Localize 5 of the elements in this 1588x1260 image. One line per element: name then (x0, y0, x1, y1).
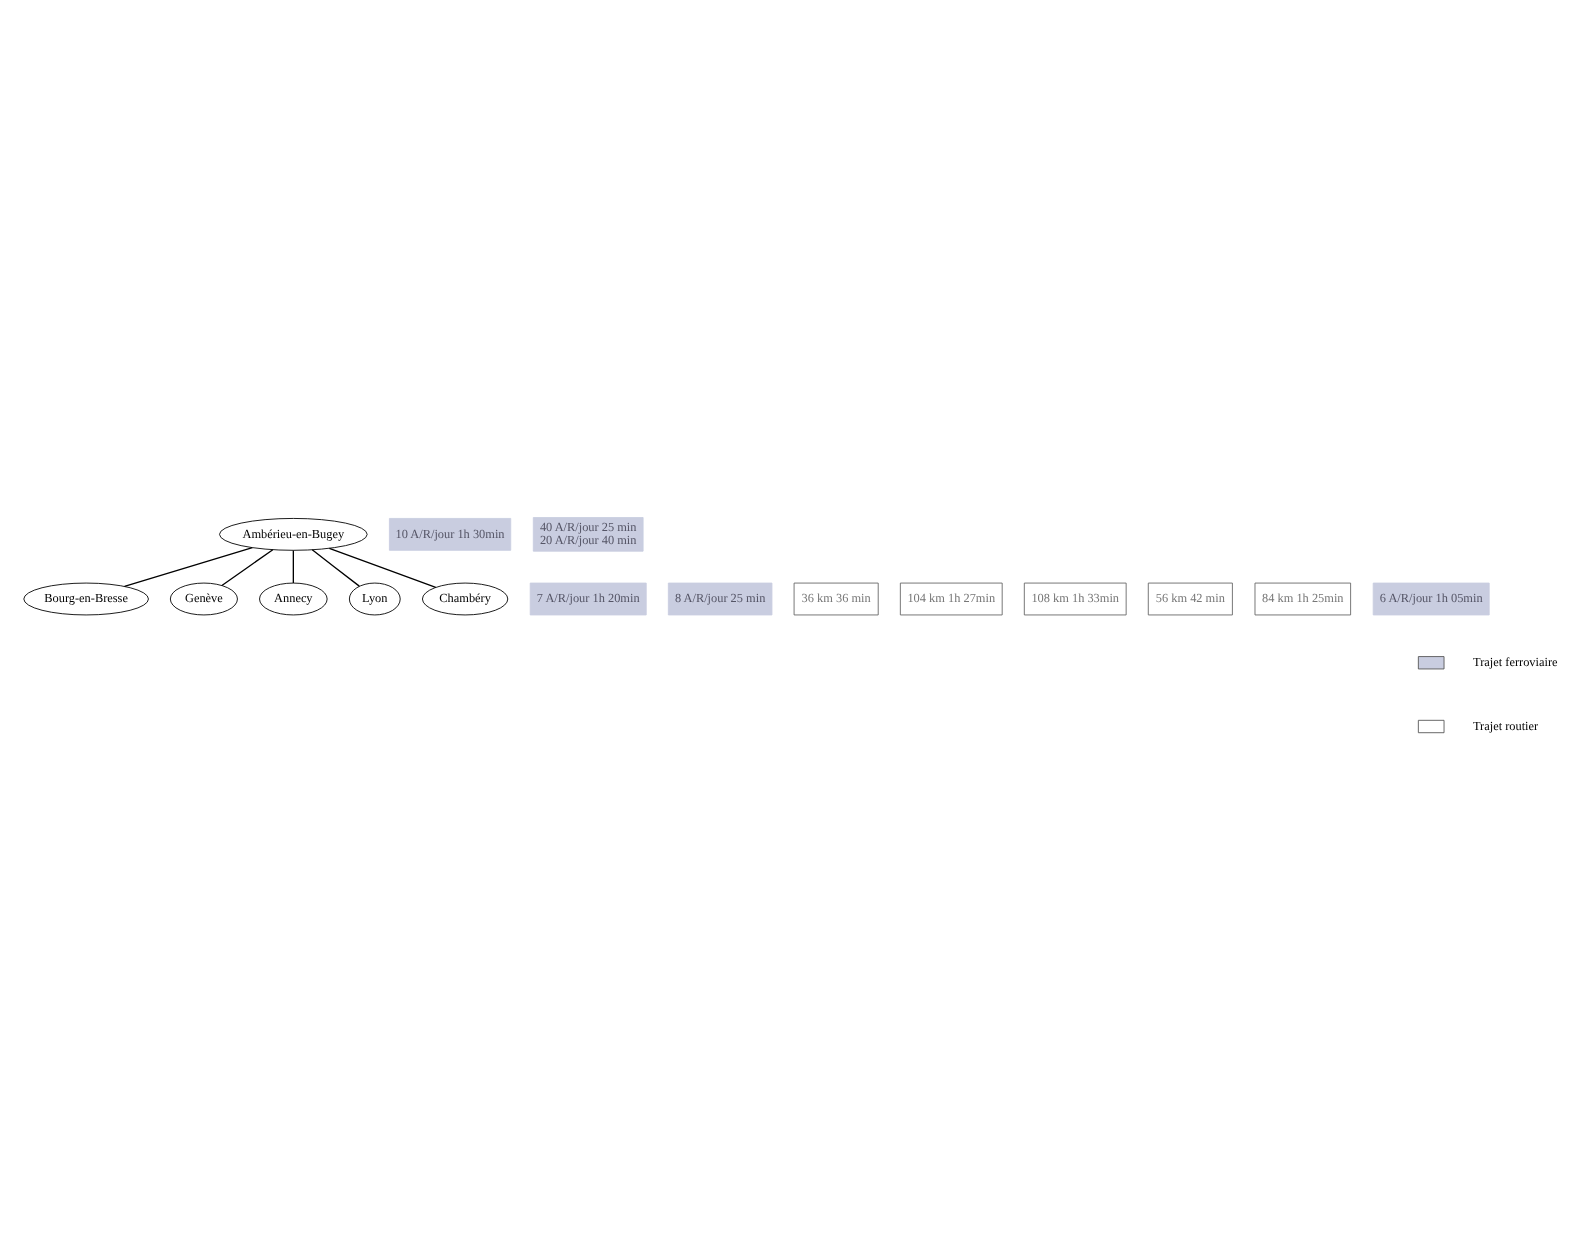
connector (328, 547, 437, 589)
connector (311, 549, 360, 587)
connector (123, 547, 254, 588)
connector (292, 549, 294, 584)
connector (221, 549, 274, 587)
